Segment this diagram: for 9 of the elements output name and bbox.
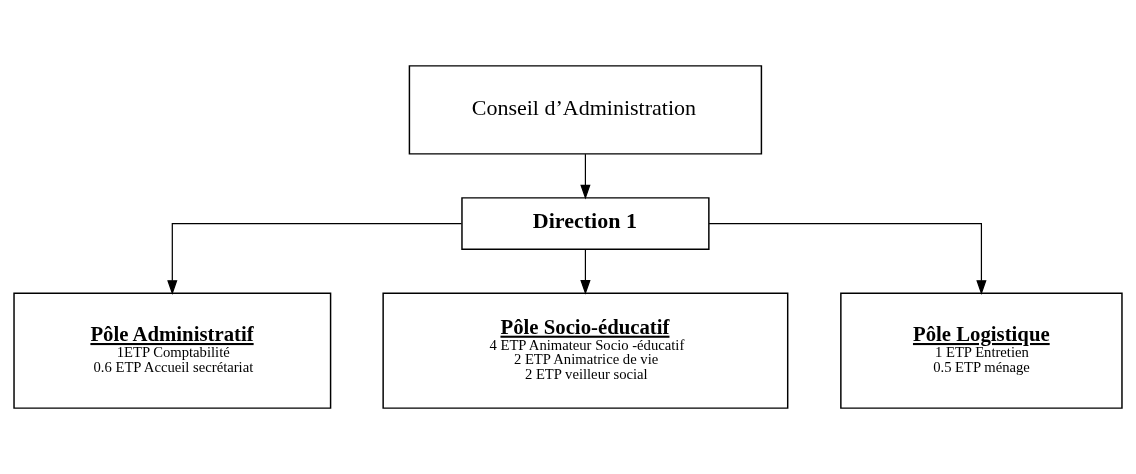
node-box: Pôle Socio-éducatif 4 ETP Animateur Socio -éducatif 2 ETP Animatrice de vie 2 ETP veilleur social	[382, 292, 789, 409]
node-box: Conseil d’Administration	[408, 65, 763, 155]
node-box: Direction 1	[461, 197, 710, 250]
arrow	[708, 222, 987, 295]
arrow	[580, 153, 591, 200]
arrow	[167, 222, 463, 295]
arrow	[580, 248, 591, 295]
node-box: Pôle Administratif 1ETP Comptabilité 0.6 ETP Accueil secrétariat	[13, 292, 332, 409]
node-box: Pôle Logistique 1 ETP Entretien 0.5 ETP ménage	[840, 292, 1123, 409]
